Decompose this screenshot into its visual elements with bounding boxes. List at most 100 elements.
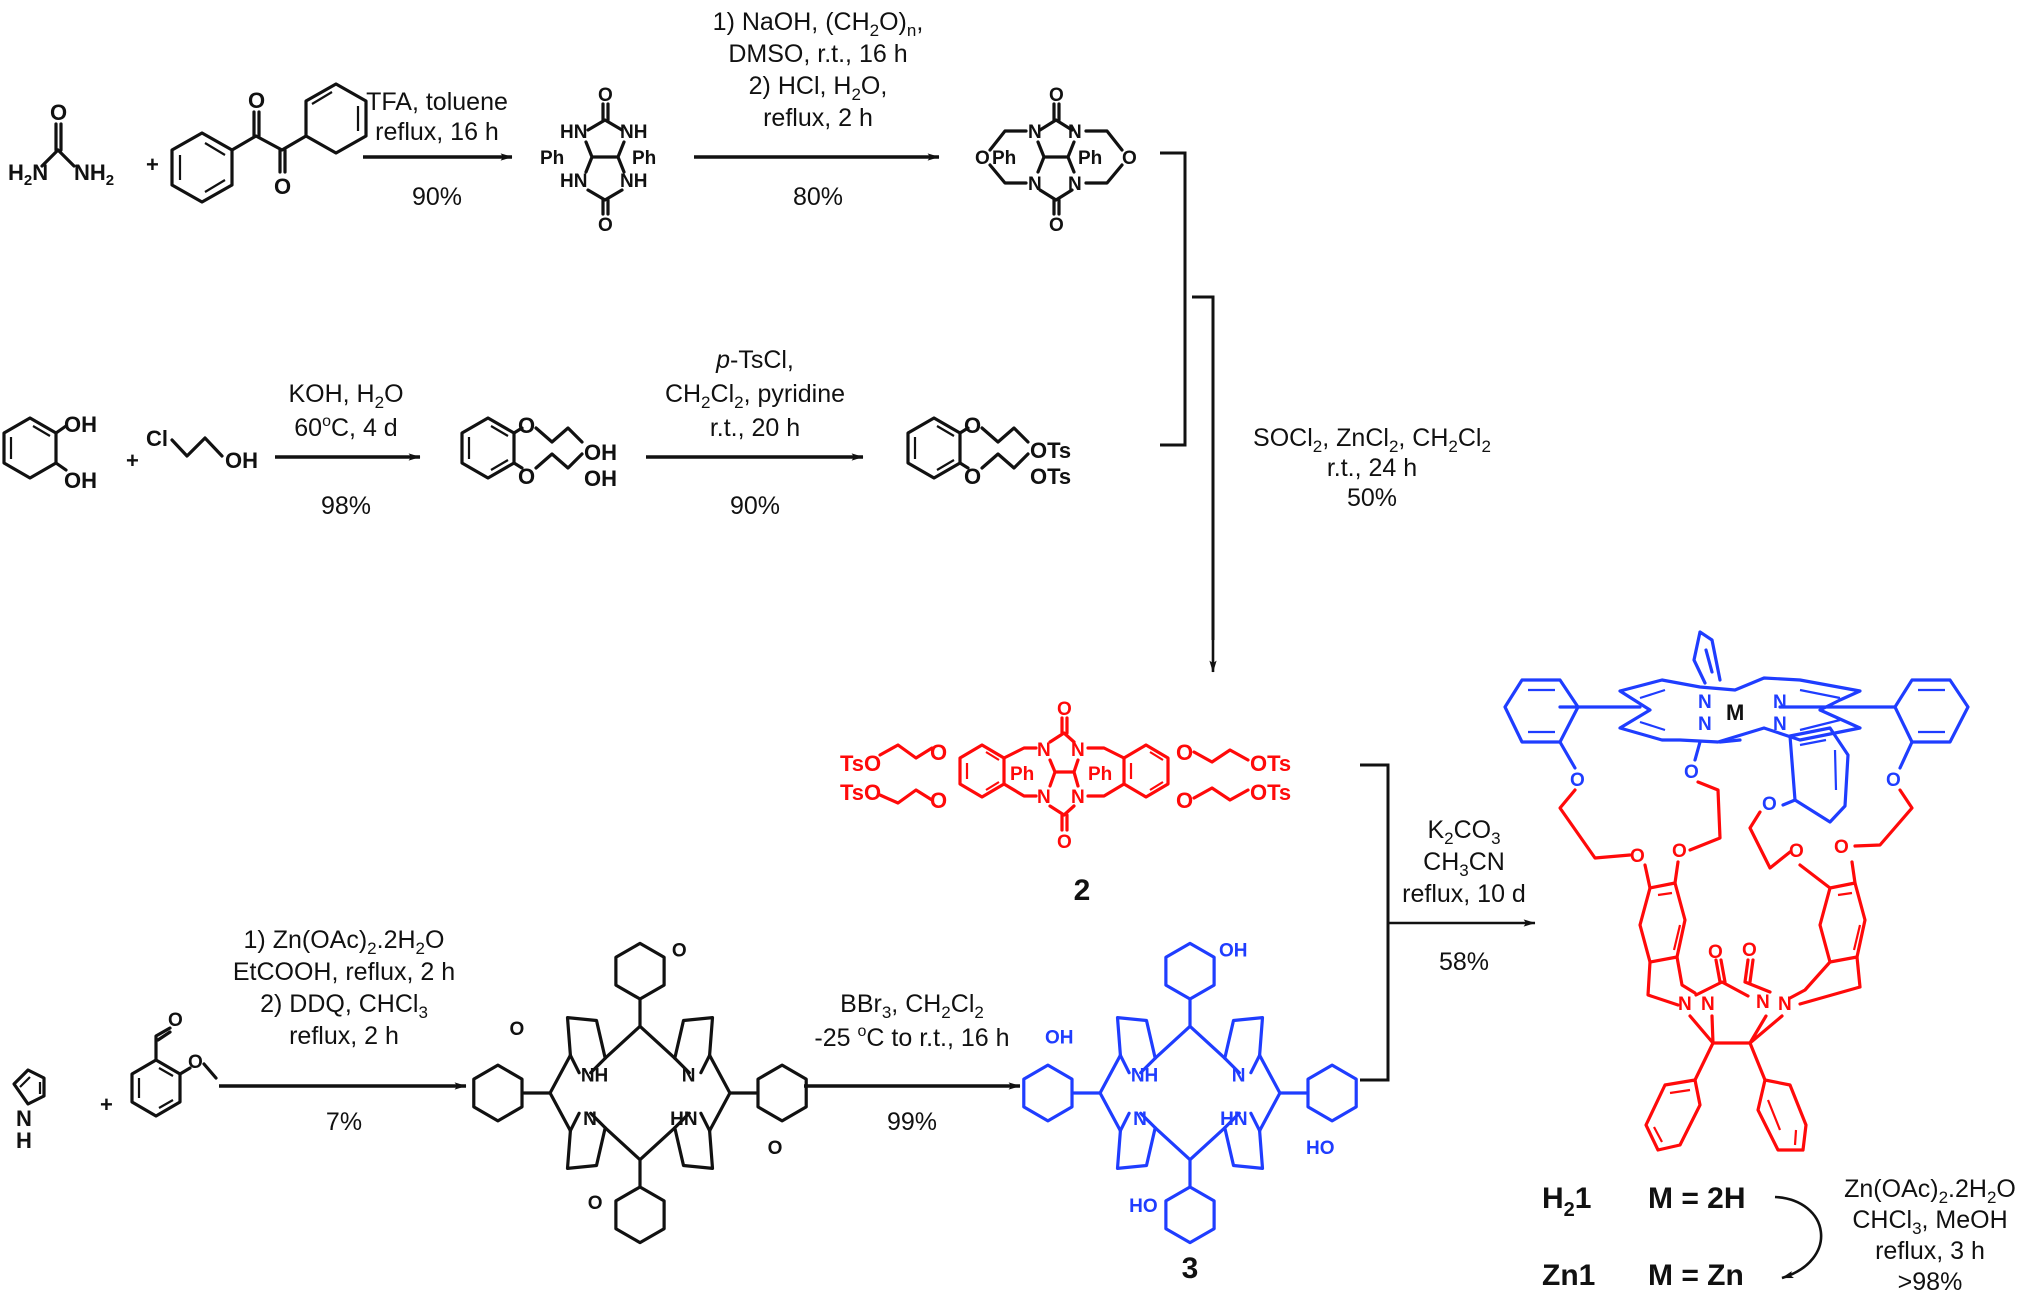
atom-label: O — [1834, 837, 1849, 858]
atom-label: NH — [1131, 1065, 1158, 1086]
atom-label: N — [1028, 174, 1042, 195]
atom-label: O — [1684, 762, 1699, 783]
plus-sign: + — [126, 448, 139, 473]
atom-label: HN — [670, 1109, 697, 1130]
atom-label: O — [1049, 85, 1064, 106]
step2-condition-3: 2) HCl, H2O, — [749, 72, 888, 104]
atom-label: N — [1071, 740, 1085, 761]
atom-label: Cl — [146, 426, 168, 451]
step5-condition-1: SOCl2, ZnCl2, CH2Cl2 — [1253, 424, 1491, 456]
atom-label: O — [1176, 740, 1193, 765]
atom-label: Ph — [540, 148, 564, 169]
atom-label: OH — [64, 468, 97, 493]
bond — [1306, 1063, 1358, 1123]
step1-condition-1: TFA, toluene — [366, 88, 508, 116]
atom-label: Ph — [1010, 764, 1034, 785]
atom-label: O — [1057, 699, 1072, 720]
atom-label: OH — [584, 466, 617, 491]
step3-condition-1: KOH, H2O — [288, 380, 403, 412]
atom-label: N — [1701, 994, 1715, 1015]
atom-label: O — [1122, 148, 1137, 169]
atom-label: NH — [620, 122, 647, 143]
atom-label: OH — [1045, 1028, 1074, 1049]
atom-label: OTs — [1030, 438, 1071, 463]
bond — [1223, 1126, 1265, 1170]
atom-label: N — [682, 1065, 696, 1086]
step1-condition-2: reflux, 16 h — [375, 118, 499, 146]
bond — [603, 1024, 677, 1060]
atom-label: O — [274, 174, 291, 199]
atom-label: O — [518, 464, 535, 489]
metal-center-label: M — [1726, 700, 1744, 725]
atom-label: NH — [581, 1065, 608, 1086]
atom-label: O — [50, 100, 67, 125]
atom-label: N — [1698, 692, 1712, 713]
bond — [1223, 1053, 1262, 1075]
molecule-methoxybenzaldehyde: O O — [130, 1010, 218, 1118]
step3-condition-2: 60oC, 4 d — [294, 413, 397, 442]
bond — [1164, 1185, 1216, 1245]
atom-label: OH — [584, 440, 617, 465]
reaction-step-7: BBr3, CH2Cl2 -25 oC to r.t., 16 h 99% — [804, 990, 1021, 1136]
atom-label: O — [1630, 846, 1645, 867]
bracket-bottom — [1360, 763, 1390, 1082]
bond — [1258, 1053, 1282, 1133]
reaction-step-6: 1) Zn(OAc)2.2H2O EtCOOH, reflux, 2 h 2) … — [219, 926, 467, 1136]
step9-yield: >98% — [1898, 1268, 1963, 1296]
step6-yield: 7% — [326, 1108, 362, 1136]
atom-label: O — [1762, 794, 1777, 815]
atom-label: N — [1698, 714, 1712, 735]
atom-label: H — [16, 1128, 32, 1153]
step2-yield: 80% — [793, 183, 843, 211]
bond — [673, 1016, 715, 1060]
step7-yield: 99% — [887, 1108, 937, 1136]
molecule-diol: O O OH OH — [460, 413, 617, 491]
atom-label: NH — [620, 171, 647, 192]
product-label-zn1: Zn1 — [1542, 1259, 1595, 1292]
step4-yield: 90% — [730, 492, 780, 520]
plus-sign: + — [146, 152, 159, 177]
atom-label: TsO — [840, 751, 881, 776]
product-labels: H21 M = 2H Zn1 M = Zn — [1542, 1182, 1823, 1292]
atom-label: OH — [64, 412, 97, 437]
step1-yield: 90% — [412, 183, 462, 211]
bond — [565, 1016, 607, 1060]
step5-yield: 50% — [1347, 484, 1397, 512]
atom-label: N — [1778, 994, 1792, 1015]
atom-label: N — [1232, 1065, 1246, 1086]
atom-label: N — [16, 1106, 32, 1131]
atom-label: O — [168, 1010, 183, 1031]
plus-sign: + — [100, 1092, 113, 1117]
bond — [1223, 1016, 1265, 1060]
atom-label: N — [1773, 714, 1787, 735]
atom-label: HO — [1129, 1196, 1158, 1217]
molecule-bis-cyclic-ether: O N N O O Ph Ph N N O — [975, 85, 1137, 236]
bracket-top — [1160, 151, 1187, 447]
atom-label: O — [768, 1138, 783, 1159]
atom-label: O — [1049, 215, 1064, 236]
cage-porphyrin: N N N N O O O O M — [1503, 630, 1970, 824]
step6-condition-2: EtCOOH, reflux, 2 h — [233, 958, 455, 986]
atom-label: HN — [560, 122, 587, 143]
molecule-catechol: OH OH — [2, 412, 97, 493]
bond — [708, 1053, 732, 1133]
atom-label: O — [588, 1193, 603, 1214]
atom-label: N — [1133, 1109, 1147, 1130]
atom-label: N — [583, 1109, 597, 1130]
atom-label: OTs — [1250, 780, 1291, 805]
reaction-step-2: 1) NaOH, (CH2O)n, DMSO, r.t., 16 h 2) HC… — [694, 8, 940, 211]
bond — [1115, 1126, 1157, 1170]
cage-glycoluril: O O O O N N N N O O — [1558, 780, 1914, 1152]
bond — [1223, 1111, 1262, 1133]
reaction-step-3: KOH, H2O 60oC, 4 d 98% — [275, 380, 421, 520]
bond — [1118, 1053, 1157, 1075]
atom-label: N — [1037, 740, 1051, 761]
bond — [603, 1126, 677, 1162]
bond — [1118, 1111, 1157, 1133]
atom-label: O — [975, 148, 990, 169]
molecule-pyrrole: N H — [12, 1068, 46, 1153]
bond — [614, 941, 666, 1001]
atom-label: N — [1756, 992, 1770, 1013]
bond — [1022, 1063, 1074, 1123]
